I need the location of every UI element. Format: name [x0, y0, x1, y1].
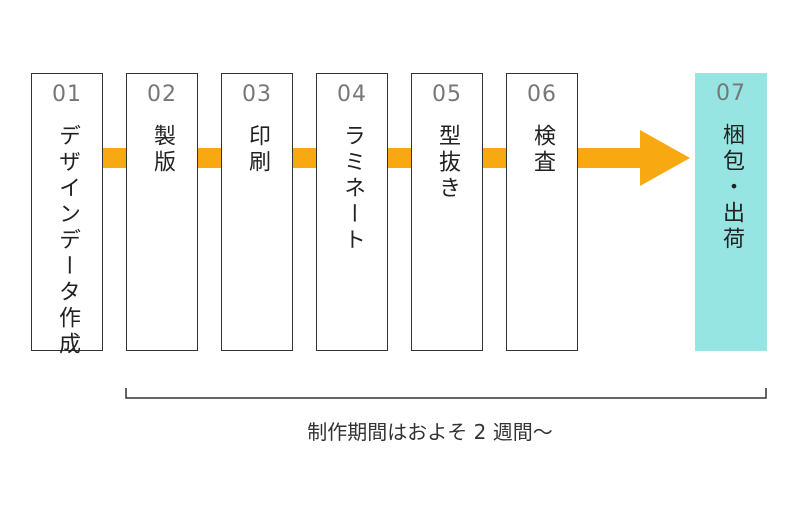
step-01: 01 デザインデータ作成	[31, 73, 103, 358]
step-label: 梱包・出荷	[719, 123, 744, 253]
step-03: 03 印刷	[221, 73, 293, 351]
step-number: 04	[337, 82, 367, 107]
arrow-head	[640, 130, 690, 186]
step-number: 05	[432, 82, 462, 107]
step-label: 製版	[150, 124, 175, 176]
step-number: 02	[147, 82, 177, 107]
duration-bracket	[125, 388, 767, 399]
step-label: 型抜き	[435, 124, 460, 202]
step-05: 05 型抜き	[411, 73, 483, 351]
step-07: 07 梱包・出荷	[695, 73, 767, 351]
step-number: 07	[716, 81, 746, 106]
step-number: 01	[52, 82, 82, 107]
step-04: 04 ラミネート	[316, 73, 388, 351]
duration-caption: 制作期間はおよそ 2 週間〜	[307, 420, 553, 444]
step-06: 06 検査	[506, 73, 578, 351]
step-label: 印刷	[245, 124, 270, 176]
step-number: 03	[242, 82, 272, 107]
step-label: 検査	[530, 124, 555, 176]
step-02: 02 製版	[126, 73, 198, 351]
step-number: 06	[527, 82, 557, 107]
step-label: ラミネート	[340, 124, 365, 254]
step-label: デザインデータ作成	[55, 124, 80, 358]
